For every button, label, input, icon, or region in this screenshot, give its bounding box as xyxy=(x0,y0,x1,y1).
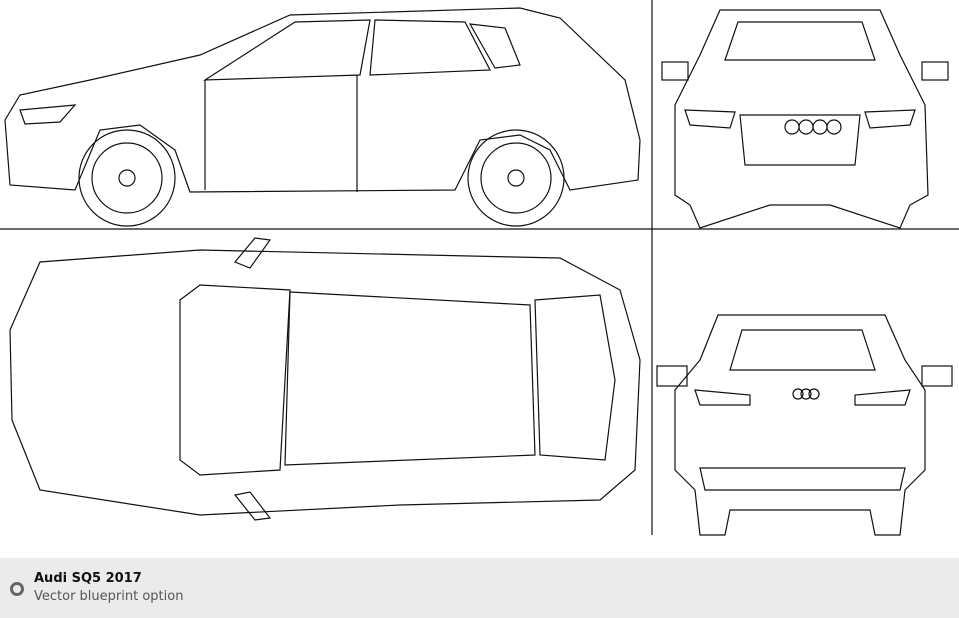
front-view xyxy=(661,9,949,229)
caption-subtitle: Vector blueprint option xyxy=(34,589,184,604)
caption-bar xyxy=(0,558,959,618)
radio-icon[interactable] xyxy=(10,582,24,596)
side-view xyxy=(4,7,641,227)
caption-title: Audi SQ5 2017 xyxy=(34,571,142,586)
top-view xyxy=(9,237,641,521)
car-blueprint xyxy=(0,0,959,536)
rear-view xyxy=(656,314,953,536)
